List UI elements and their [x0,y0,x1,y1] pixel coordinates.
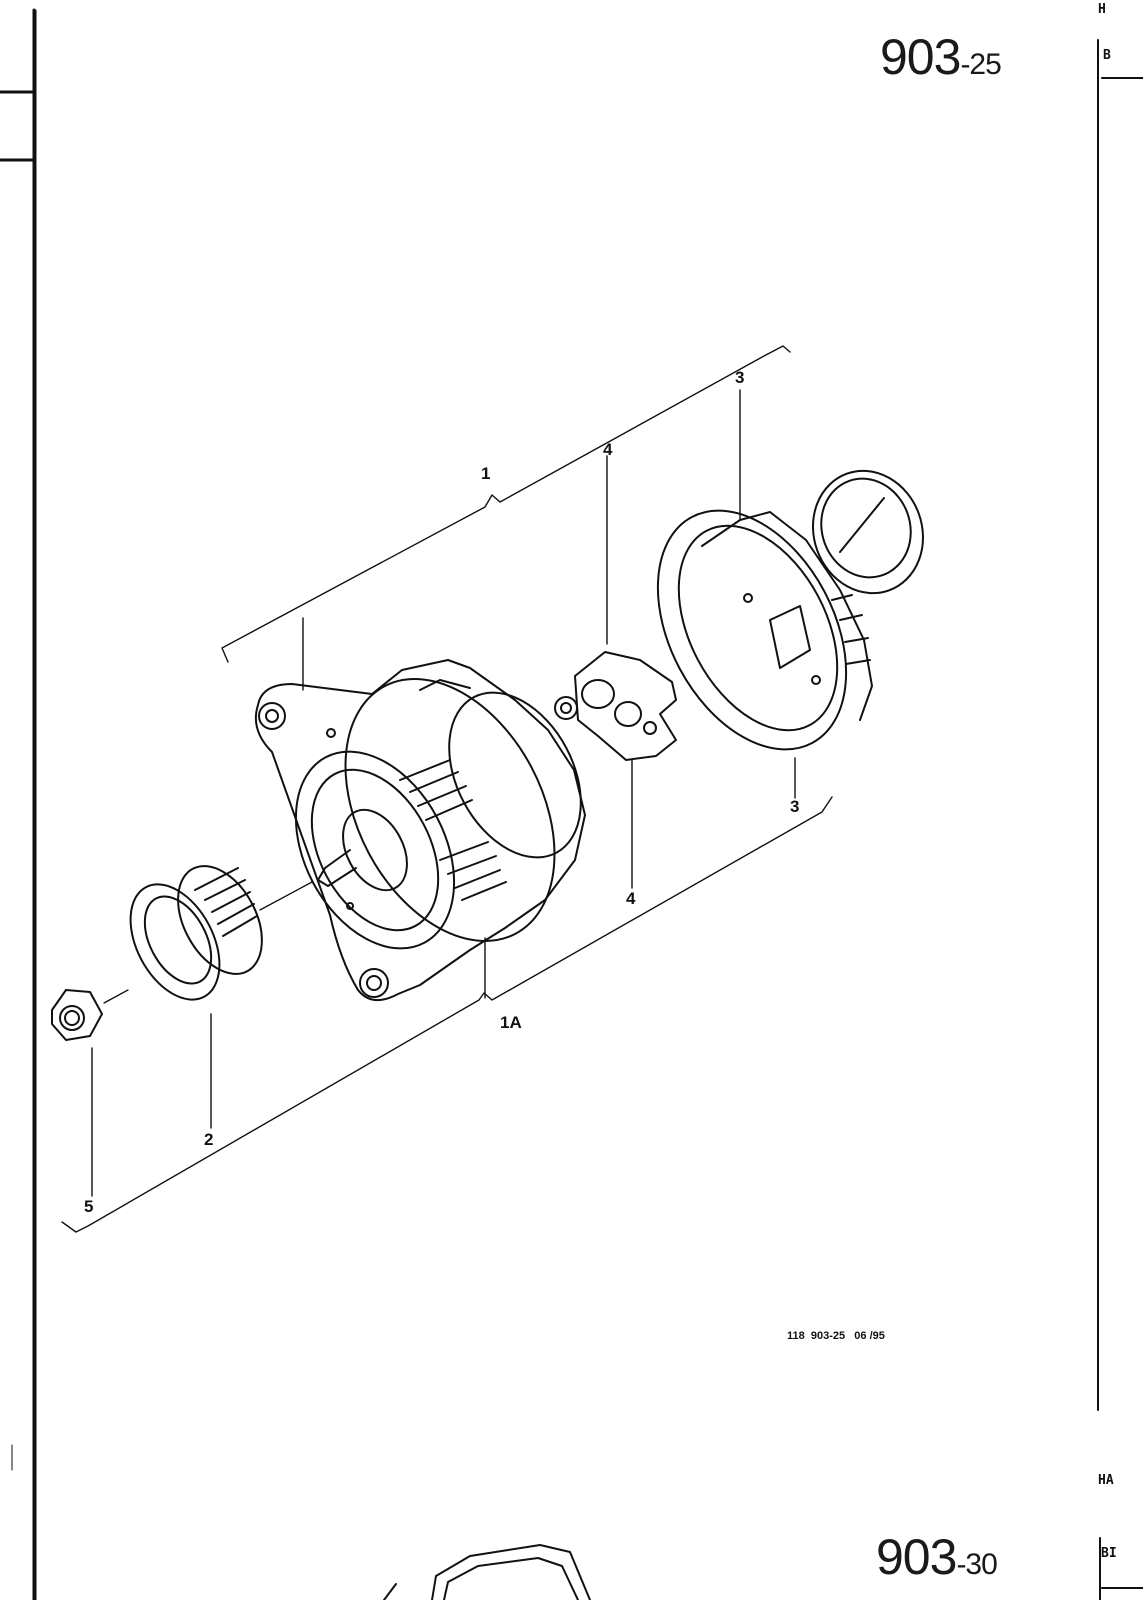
callout-3-bottom: 3 [790,797,800,816]
voltage-regulator [554,651,677,761]
alternator-assembly [254,659,586,1001]
callout-2: 2 [204,1130,214,1149]
margin-code-third: HA [1098,1473,1114,1488]
callout-1a: 1A [500,1013,522,1032]
bracket-lines [61,345,833,1233]
end-cover-housing [656,469,924,751]
callout-4-top: 4 [603,440,613,459]
section-number-bottom: 903-30 [876,1529,998,1585]
page-frame-lines [0,8,1143,1600]
drawing-reference-code: 118 903-25 06 /95 [787,1330,885,1342]
drive-belt-fragment [383,1544,591,1600]
callout-3-top: 3 [735,368,745,387]
margin-code-top: H [1098,2,1106,17]
callout-4-bottom: 4 [626,889,636,908]
assembly-axis-dashes [103,881,313,1004]
margin-code-second: B [1103,48,1111,63]
callout-5: 5 [84,1197,94,1216]
callout-1: 1 [481,464,491,483]
margin-code-fourth: BI [1101,1546,1117,1561]
pulley [129,865,263,1001]
section-number-top: 903-25 [880,29,1002,85]
hex-nut [51,989,103,1041]
